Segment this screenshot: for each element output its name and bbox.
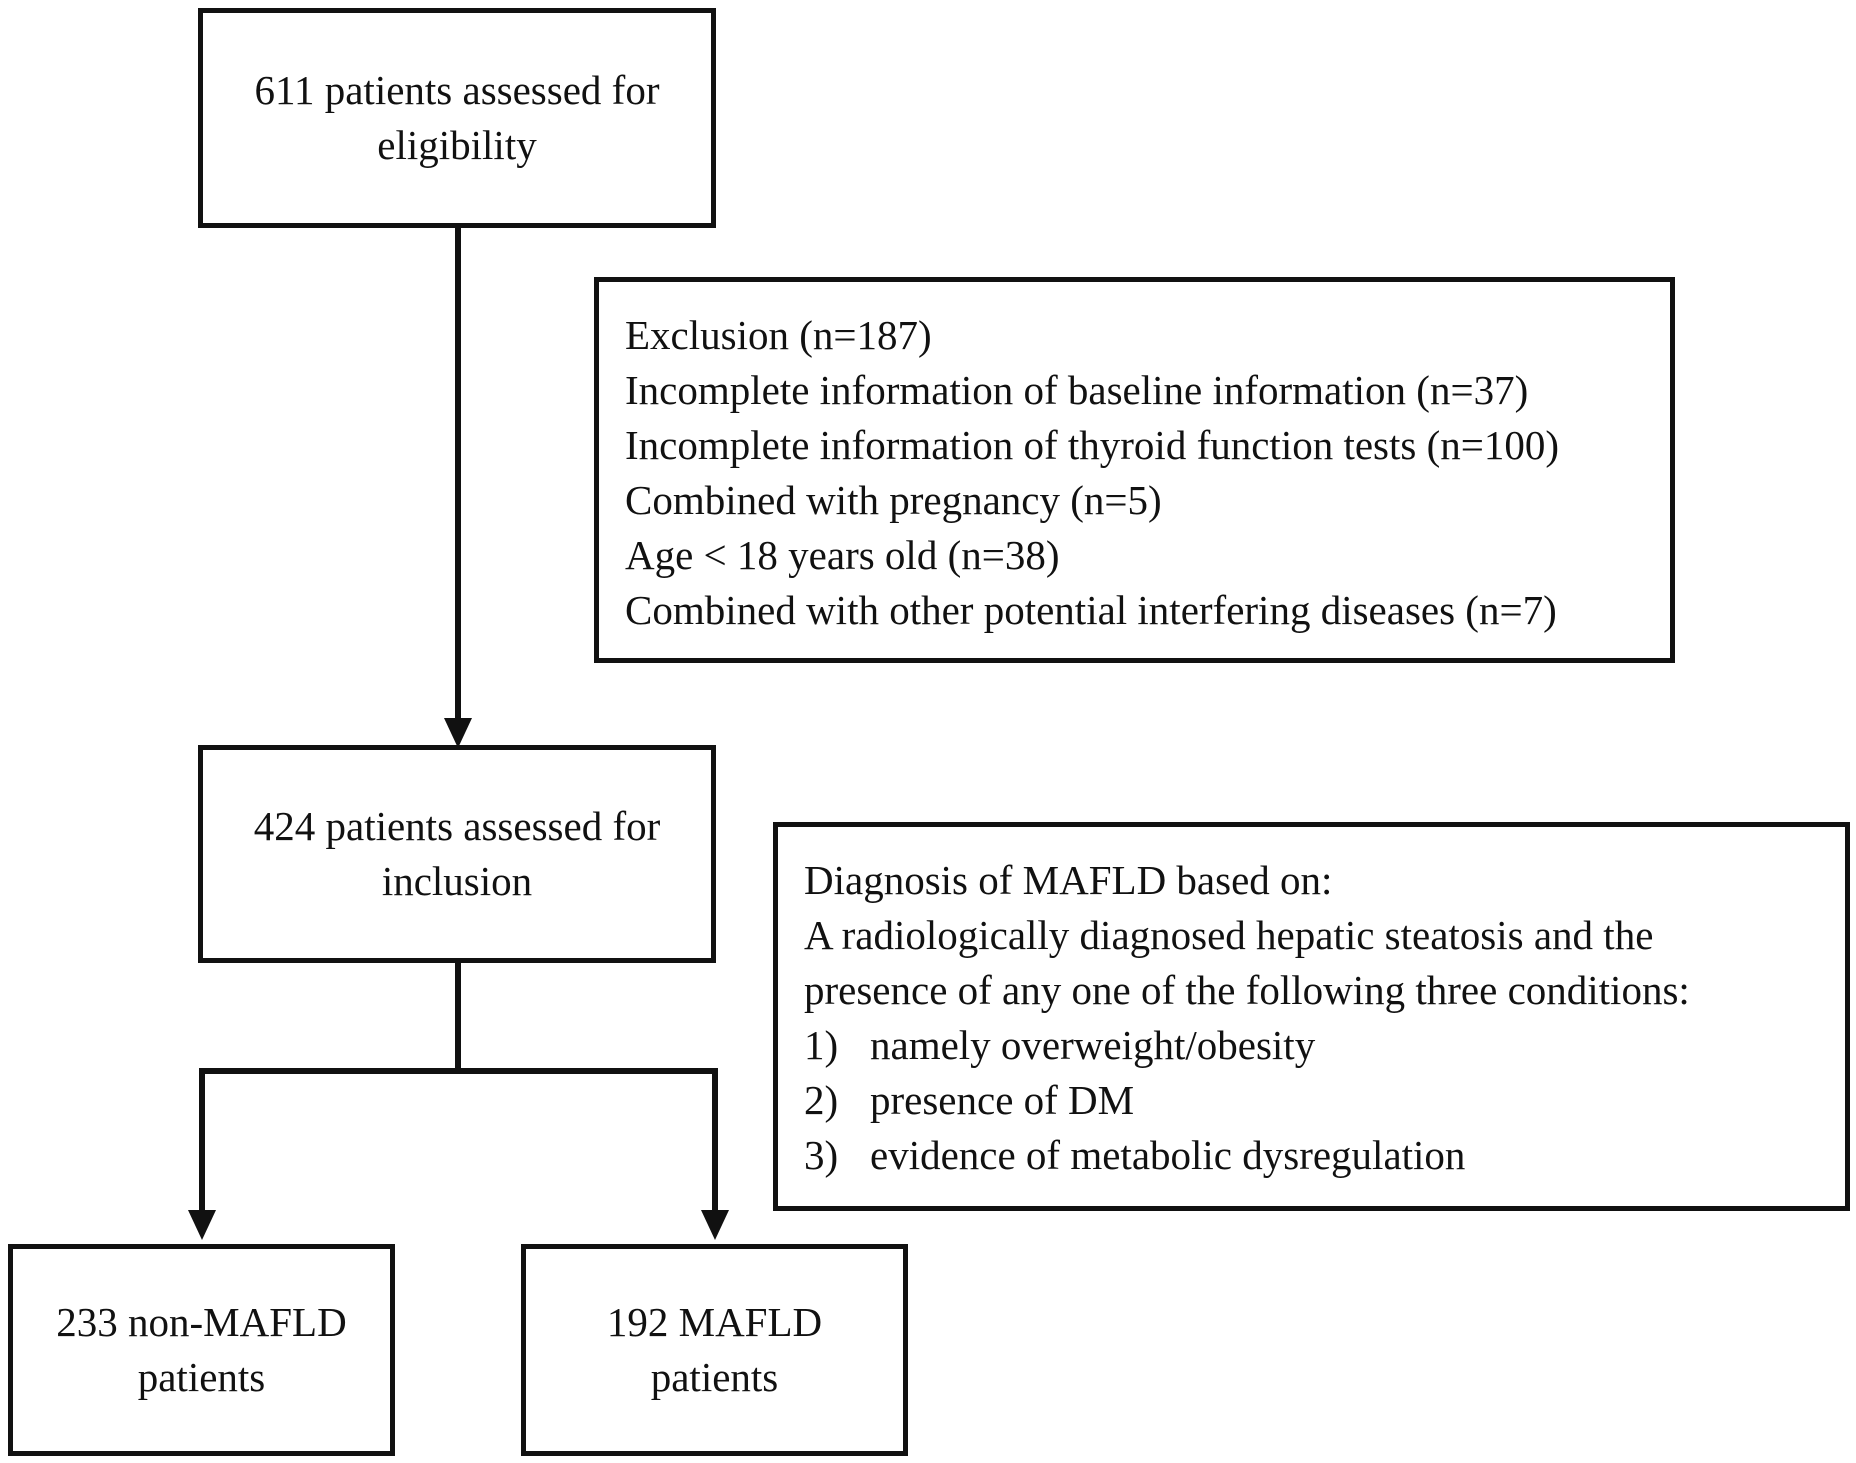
mafld-line-2: patients: [650, 1354, 779, 1400]
condition-text: namely overweight/obesity: [870, 1022, 1316, 1068]
diagnosis-condition: 3) evidence of metabolic dysregulation: [804, 1128, 1845, 1183]
condition-number: 1): [804, 1022, 839, 1068]
condition-number: 2): [804, 1077, 839, 1123]
arrowhead-to-non-mafld: [188, 1210, 216, 1240]
connector-branch-left: [199, 1068, 205, 1223]
connector-branch-horizontal: [199, 1068, 718, 1074]
diagnosis-box: Diagnosis of MAFLD based on: A radiologi…: [773, 822, 1850, 1211]
diagnosis-text-line-1: A radiologically diagnosed hepatic steat…: [804, 912, 1654, 958]
diagnosis-condition: 2) presence of DM: [804, 1073, 1845, 1128]
exclusion-title: Exclusion (n=187): [625, 312, 932, 358]
exclusion-box: Exclusion (n=187) Incomplete information…: [594, 277, 1675, 663]
exclusion-item: Age < 18 years old (n=38): [625, 532, 1060, 578]
arrowhead-to-mafld: [701, 1210, 729, 1240]
mafld-box: 192 MAFLD patients: [521, 1244, 908, 1456]
exclusion-item: Incomplete information of baseline infor…: [625, 367, 1529, 413]
non-mafld-box: 233 non-MAFLD patients: [8, 1244, 395, 1456]
inclusion-box: 424 patients assessed for inclusion: [198, 745, 716, 963]
condition-text: presence of DM: [870, 1077, 1135, 1123]
arrowhead-to-inclusion: [444, 718, 472, 748]
exclusion-item: Combined with pregnancy (n=5): [625, 477, 1162, 523]
diagnosis-text-line-2: presence of any one of the following thr…: [804, 967, 1690, 1013]
assessed-line-2: eligibility: [377, 122, 537, 168]
non-mafld-line-1: 233 non-MAFLD: [56, 1299, 347, 1345]
exclusion-item: Combined with other potential interferin…: [625, 587, 1557, 633]
condition-number: 3): [804, 1132, 839, 1178]
assessed-box: 611 patients assessed for eligibility: [198, 8, 716, 228]
inclusion-line-1: 424 patients assessed for: [253, 803, 661, 849]
assessed-line-1: 611 patients assessed for: [254, 67, 660, 113]
connector-inclusion-stem: [455, 960, 461, 1071]
exclusion-item: Incomplete information of thyroid functi…: [625, 422, 1560, 468]
connector-branch-right: [712, 1068, 718, 1223]
connector-assessed-to-inclusion: [455, 228, 461, 733]
condition-text: evidence of metabolic dysregulation: [870, 1132, 1466, 1178]
diagnosis-condition: 1) namely overweight/obesity: [804, 1018, 1845, 1073]
diagnosis-title: Diagnosis of MAFLD based on:: [804, 857, 1333, 903]
non-mafld-line-2: patients: [137, 1354, 266, 1400]
mafld-line-1: 192 MAFLD: [606, 1299, 823, 1345]
inclusion-line-2: inclusion: [381, 858, 533, 904]
